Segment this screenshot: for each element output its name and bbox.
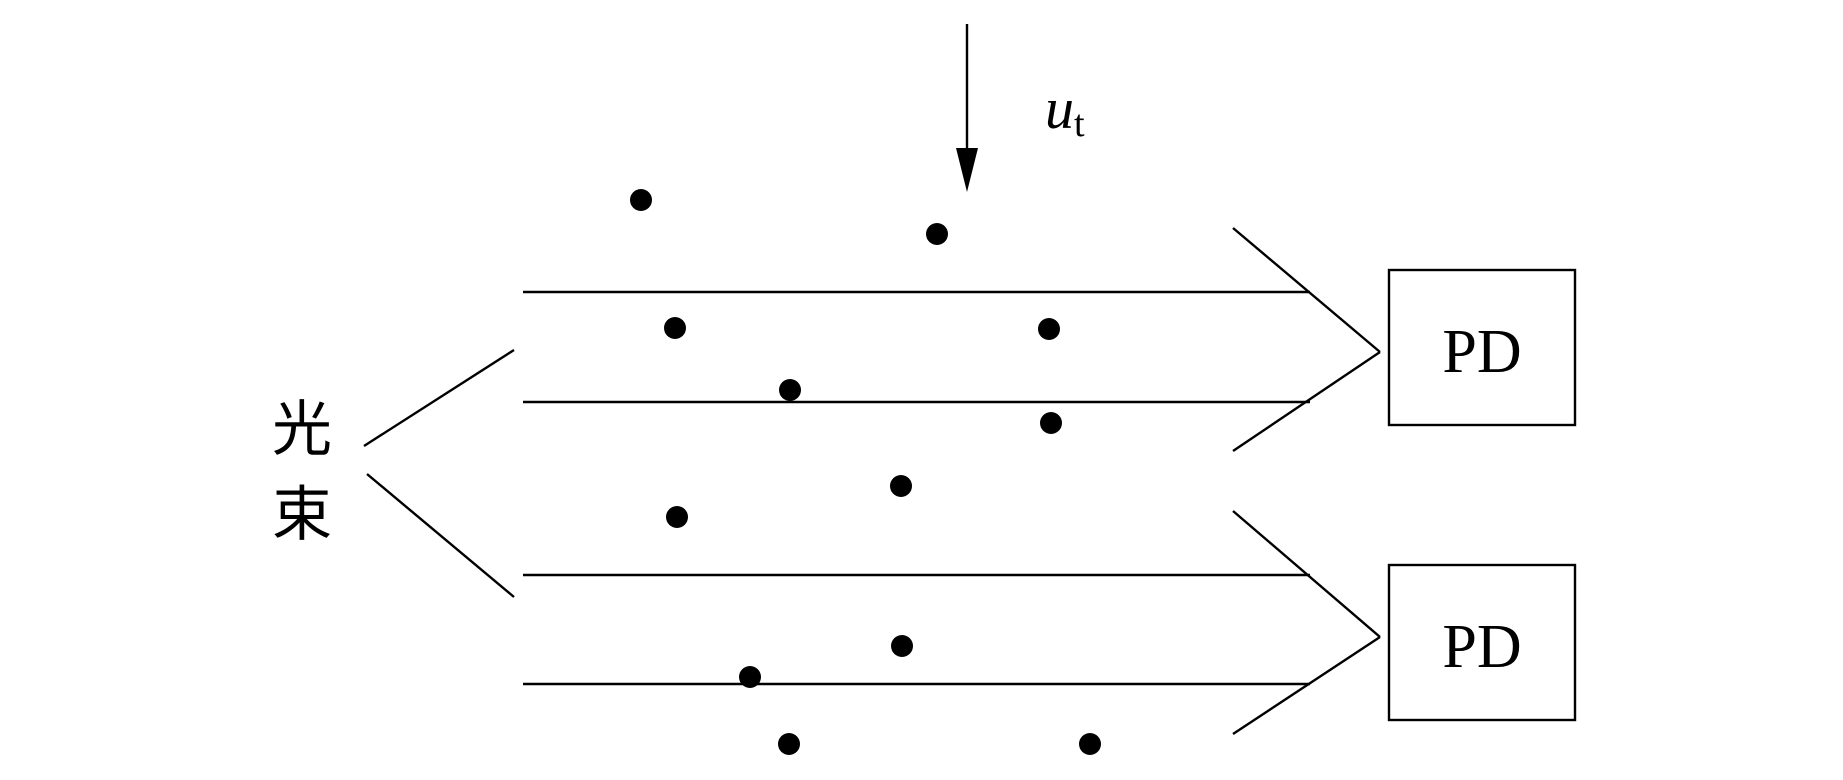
detector-box <box>1387 268 1577 427</box>
velocity-arrowhead-icon <box>956 148 978 192</box>
particle <box>1079 733 1101 755</box>
detector-box <box>1387 563 1577 722</box>
beam-split-lower <box>366 473 515 598</box>
particle <box>890 475 912 497</box>
particle <box>779 379 801 401</box>
beam-label-char-1: 光 <box>272 395 332 465</box>
velocity-label: ut <box>1045 76 1085 145</box>
particle <box>739 666 761 688</box>
detector-upper: PD <box>1387 268 1577 427</box>
detector-label: PD <box>1442 318 1521 386</box>
converging-lens-upper <box>1232 227 1381 452</box>
converging-lens-lower <box>1232 510 1381 736</box>
beam-label-char-2: 束 <box>272 480 332 550</box>
detector-lower: PD <box>1387 563 1577 722</box>
particle <box>1038 318 1060 340</box>
particle <box>778 733 800 755</box>
particle <box>1040 412 1062 434</box>
beam-split-upper <box>363 348 515 448</box>
particle <box>891 635 913 657</box>
particle <box>666 506 688 528</box>
particle <box>664 317 686 339</box>
particle <box>630 189 652 211</box>
velocity-arrow <box>956 24 978 192</box>
detector-label: PD <box>1442 613 1521 681</box>
particles <box>630 189 1101 755</box>
particle <box>926 223 948 245</box>
